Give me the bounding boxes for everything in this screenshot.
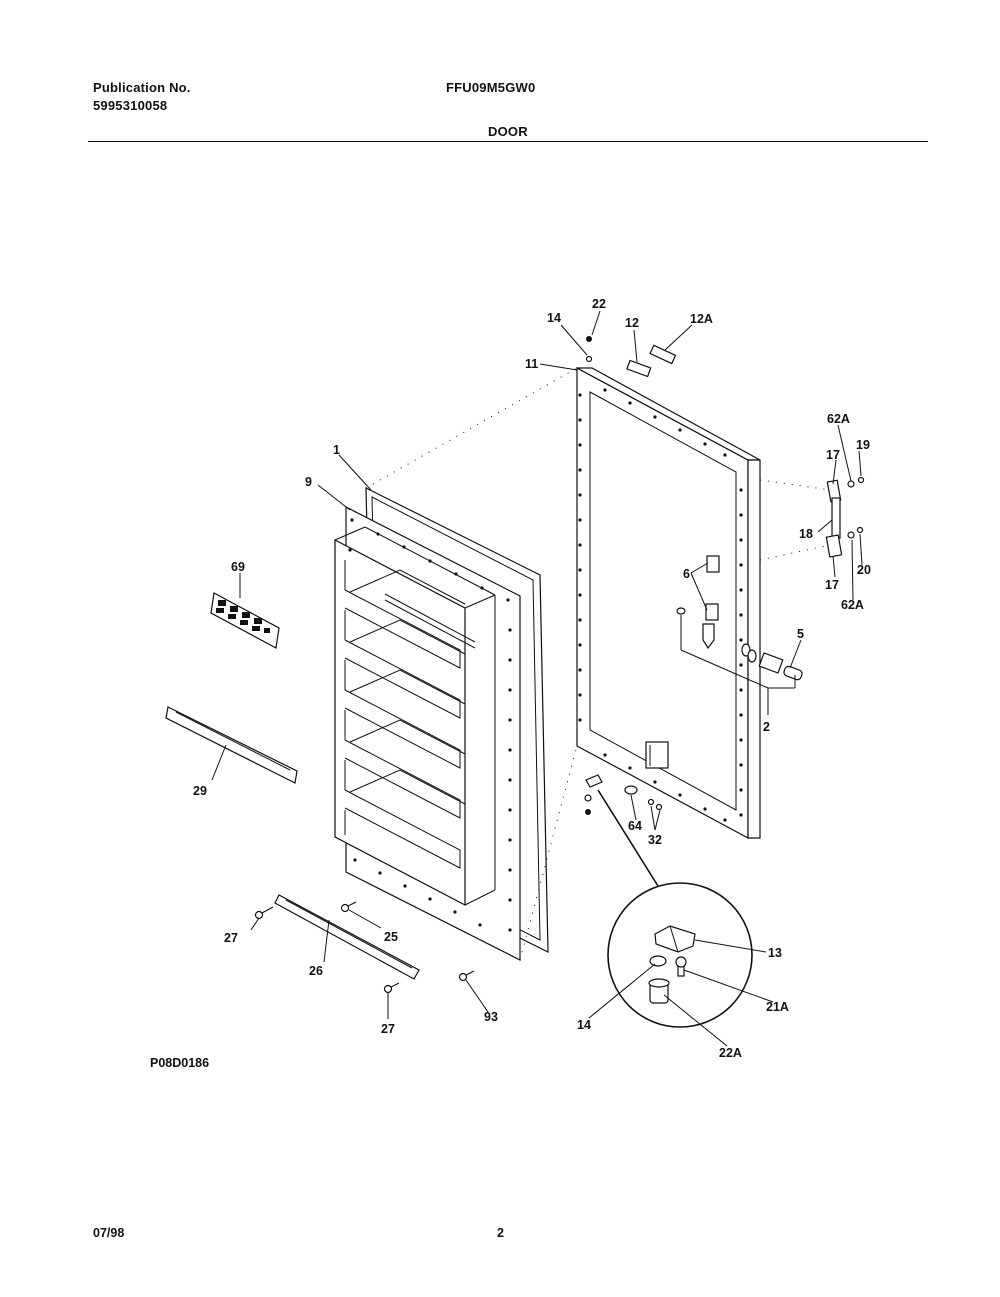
callout-20: 20: [857, 563, 871, 577]
callout-22-top: 22: [592, 297, 606, 311]
publication-number: 5995310058: [93, 98, 168, 113]
callout-9: 9: [305, 475, 312, 489]
callout-2: 2: [763, 720, 770, 734]
door-panel: [576, 366, 761, 840]
callout-17-bottom: 17: [825, 578, 839, 592]
callout-29: 29: [193, 784, 207, 798]
callout-25: 25: [384, 930, 398, 944]
callout-62A-bottom: 62A: [841, 598, 864, 612]
model-number: FFU09M5GW0: [446, 80, 536, 95]
trim-strip: [165, 706, 298, 784]
callout-64: 64: [628, 819, 642, 833]
callout-12: 12: [625, 316, 639, 330]
callout-14-top: 14: [547, 311, 561, 325]
page-number: 2: [497, 1226, 504, 1240]
callout-32: 32: [648, 833, 662, 847]
callout-26: 26: [309, 964, 323, 978]
bottom-trim: [254, 894, 475, 994]
callout-21A: 21A: [766, 1000, 789, 1014]
callout-13: 13: [768, 946, 782, 960]
callout-69: 69: [231, 560, 245, 574]
footer-date: 07/98: [93, 1226, 125, 1240]
publication-label: Publication No.: [93, 80, 191, 95]
callout-27-left: 27: [224, 931, 238, 945]
leader-lines: [211, 310, 863, 1047]
callout-19: 19: [856, 438, 870, 452]
top-small-parts: [585, 336, 677, 378]
callout-labels: 1 9 69 29 27 25 26 27 93 14 22 12 12A 11…: [193, 297, 871, 1060]
hinge-bracket: [676, 555, 720, 650]
callout-5: 5: [797, 627, 804, 641]
callout-14-bottom: 14: [577, 1018, 591, 1032]
bottom-small-parts: [584, 774, 663, 815]
callout-11: 11: [525, 357, 538, 371]
callout-17-top: 17: [826, 448, 840, 462]
callout-6: 6: [683, 567, 690, 581]
callout-22A: 22A: [719, 1046, 742, 1060]
callout-1: 1: [333, 443, 340, 457]
label-plate: [210, 592, 280, 649]
figure-code: P08D0186: [150, 1056, 210, 1070]
detail-circle: [597, 789, 753, 1028]
callout-12A: 12A: [690, 312, 713, 326]
callout-93: 93: [484, 1010, 498, 1024]
header-rule: [88, 141, 928, 142]
callout-18: 18: [799, 527, 813, 541]
callout-27-bottom: 27: [381, 1022, 395, 1036]
hinge-pin: [741, 643, 803, 681]
alignment-traces: [365, 367, 831, 961]
section-title: DOOR: [488, 124, 528, 139]
door-handle: [825, 476, 865, 558]
door-liner: [334, 506, 521, 961]
callout-62A-top: 62A: [827, 412, 850, 426]
